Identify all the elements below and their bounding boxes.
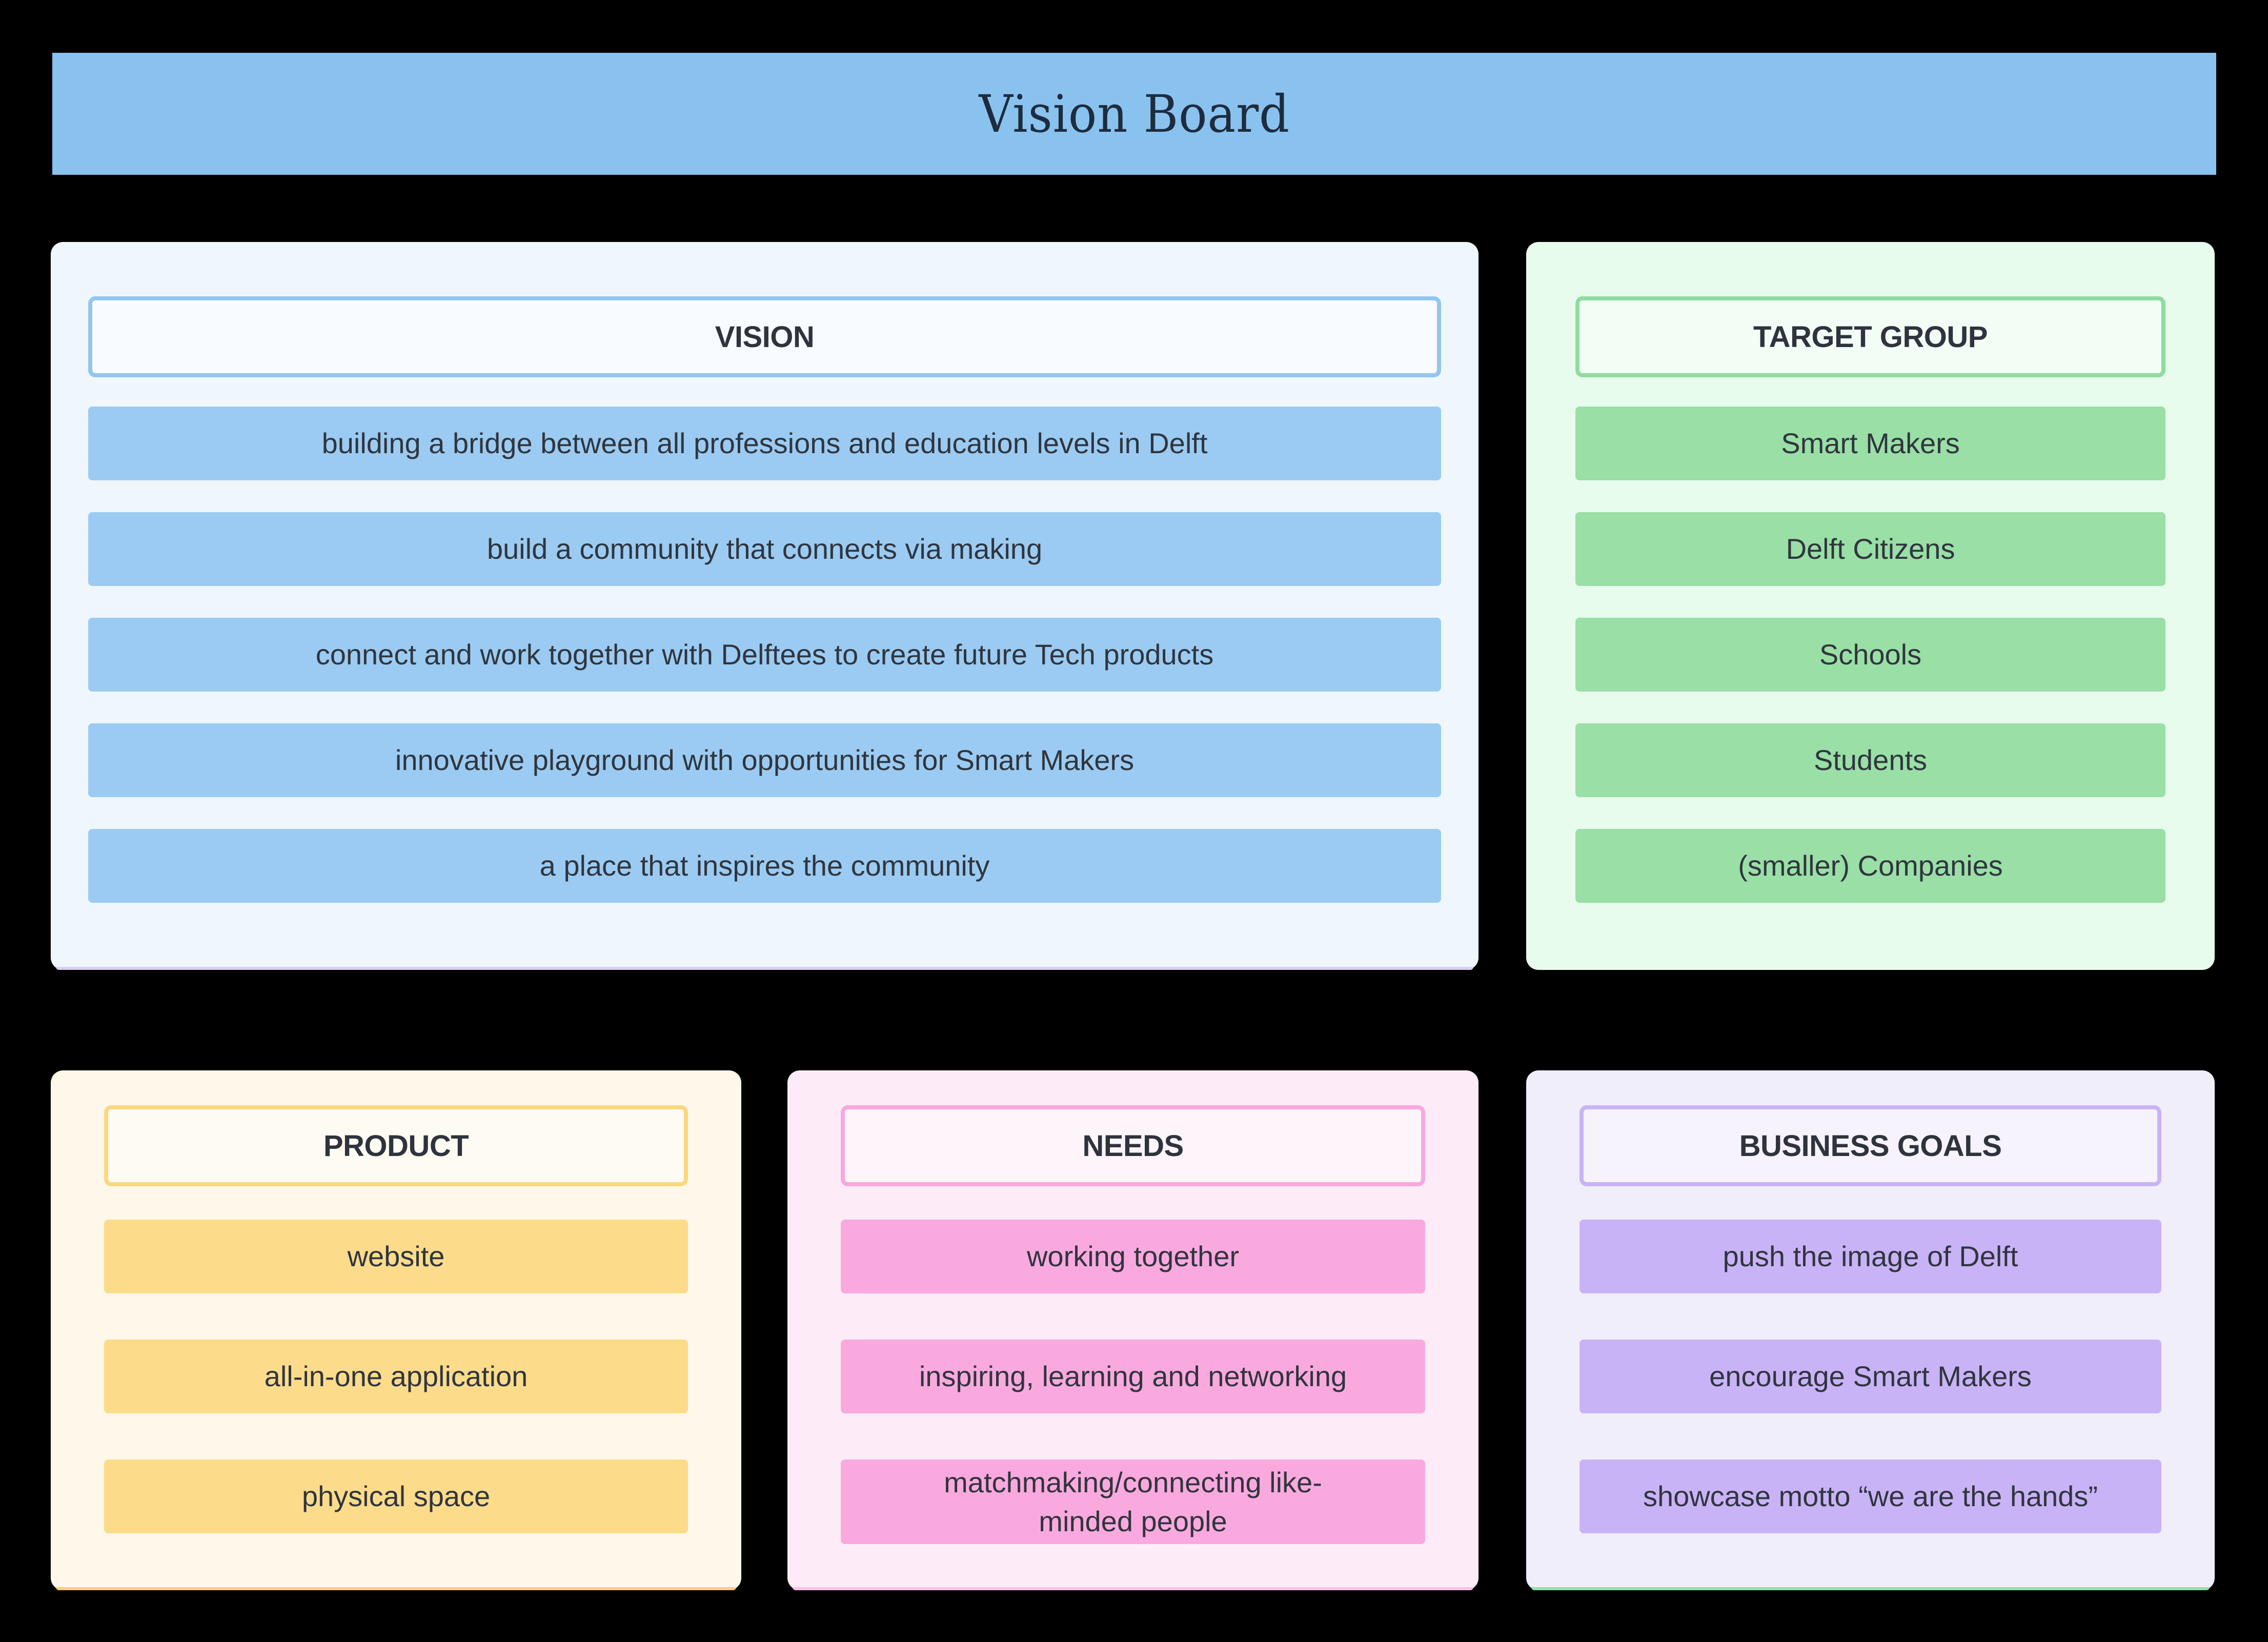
business-goals-header[interactable]: BUSINESS GOALS: [1579, 1105, 2161, 1186]
target-group-item-label: (smaller) Companies: [1738, 849, 2003, 882]
target-group-item[interactable]: Students: [1575, 723, 2165, 797]
business-goals-header-label: BUSINESS GOALS: [1739, 1129, 2002, 1163]
vision-item-label: connect and work together with Delftees …: [315, 638, 1214, 671]
target-group-item-label: Schools: [1819, 638, 1922, 671]
target-group-item-label: Students: [1813, 744, 1928, 777]
target-group-item[interactable]: (smaller) Companies: [1575, 829, 2165, 903]
product-item-label: physical space: [301, 1480, 491, 1513]
needs-item-label: matchmaking/connecting like-minded peopl…: [944, 1466, 1322, 1537]
needs-item[interactable]: inspiring, learning and networking: [841, 1340, 1425, 1413]
vision-item-label: a place that inspires the community: [539, 849, 990, 882]
product-header-label: PRODUCT: [323, 1129, 469, 1163]
panel-business-goals: BUSINESS GOALS push the image of Delft e…: [1526, 1070, 2215, 1590]
needs-header[interactable]: NEEDS: [841, 1105, 1425, 1186]
needs-header-label: NEEDS: [1082, 1129, 1184, 1163]
needs-item-label: working together: [1026, 1240, 1239, 1273]
vision-item-label: innovative playground with opportunities…: [395, 744, 1135, 777]
page-title: Vision Board: [979, 84, 1290, 144]
business-goals-item-label: encourage Smart Makers: [1709, 1360, 2032, 1393]
vision-item[interactable]: connect and work together with Delftees …: [88, 618, 1441, 692]
target-group-item[interactable]: Schools: [1575, 618, 2165, 692]
product-header[interactable]: PRODUCT: [104, 1105, 688, 1186]
needs-item[interactable]: working together: [841, 1220, 1425, 1293]
vision-item[interactable]: building a bridge between all profession…: [88, 407, 1441, 480]
panel-accent-strip: [56, 1587, 736, 1590]
panel-product: PRODUCT website all-in-one application p…: [51, 1070, 741, 1590]
panel-needs: NEEDS working together inspiring, learni…: [787, 1070, 1479, 1590]
target-group-item[interactable]: Delft Citizens: [1575, 512, 2165, 586]
vision-item-label: building a bridge between all profession…: [321, 427, 1208, 460]
vision-header[interactable]: VISION: [88, 296, 1441, 377]
panel-accent-strip: [1531, 1587, 2210, 1590]
product-item[interactable]: website: [104, 1220, 688, 1293]
target-group-header[interactable]: TARGET GROUP: [1575, 296, 2165, 377]
business-goals-item-label: showcase motto “we are the hands”: [1643, 1480, 2098, 1513]
target-group-item[interactable]: Smart Makers: [1575, 407, 2165, 480]
business-goals-item[interactable]: showcase motto “we are the hands”: [1579, 1459, 2161, 1533]
vision-item[interactable]: a place that inspires the community: [88, 829, 1441, 903]
vision-item-label: build a community that connects via maki…: [487, 533, 1043, 565]
target-group-item-label: Smart Makers: [1781, 427, 1960, 460]
needs-item[interactable]: matchmaking/connecting like-minded peopl…: [841, 1459, 1425, 1544]
product-item-label: all-in-one application: [264, 1360, 528, 1393]
product-item[interactable]: all-in-one application: [104, 1340, 688, 1413]
product-item-label: website: [347, 1240, 445, 1273]
panel-accent-strip: [793, 1587, 1473, 1590]
business-goals-item[interactable]: push the image of Delft: [1579, 1220, 2161, 1293]
product-item[interactable]: physical space: [104, 1459, 688, 1533]
vision-item[interactable]: build a community that connects via maki…: [88, 512, 1441, 586]
panel-target-group: TARGET GROUP Smart Makers Delft Citizens…: [1526, 242, 2215, 970]
target-group-item-label: Delft Citizens: [1786, 533, 1955, 565]
title-bar: Vision Board: [52, 53, 2216, 175]
panel-vision: VISION building a bridge between all pro…: [51, 242, 1479, 970]
target-group-header-label: TARGET GROUP: [1753, 320, 1988, 354]
panel-accent-strip: [56, 967, 1473, 970]
vision-item[interactable]: innovative playground with opportunities…: [88, 723, 1441, 797]
needs-item-label: inspiring, learning and networking: [919, 1360, 1347, 1393]
business-goals-item-label: push the image of Delft: [1723, 1240, 2018, 1273]
business-goals-item[interactable]: encourage Smart Makers: [1579, 1340, 2161, 1413]
vision-header-label: VISION: [715, 320, 815, 354]
